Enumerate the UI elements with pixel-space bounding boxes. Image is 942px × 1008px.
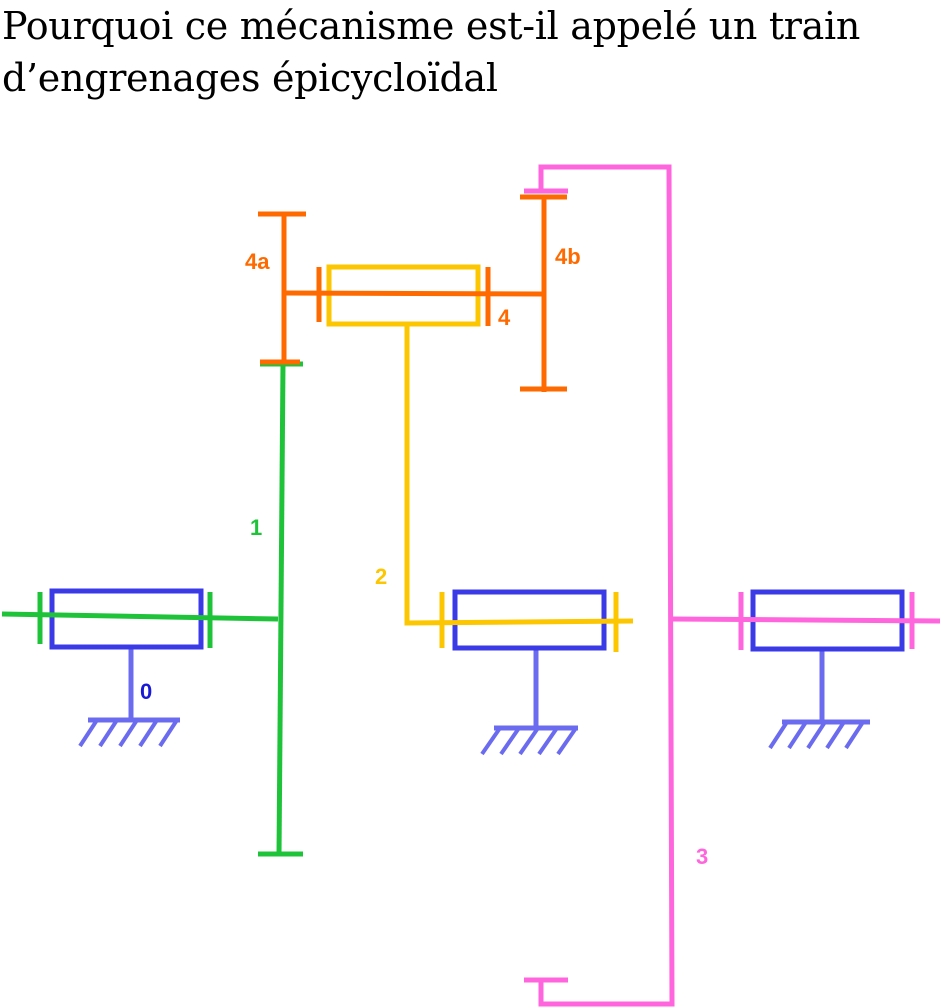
question-title: Pourquoi ce mécanisme est-il appelé un t… (2, 0, 942, 104)
label-part-3: 3 (696, 844, 708, 869)
label-part-1: 1 (250, 515, 262, 540)
part-3-ring-body (538, 164, 675, 1007)
ground-support-right (768, 650, 870, 750)
label-part-4b: 4b (555, 244, 581, 269)
ground-support-middle (480, 650, 578, 756)
ground-support-left (78, 648, 180, 748)
ground-hatching-left (78, 718, 179, 748)
part-4-axle (283, 290, 544, 297)
question-title-line-2: d’engrenages épicycloïdal (2, 56, 498, 100)
question-title-line-1: Pourquoi ce mécanisme est-il appelé un t… (2, 4, 861, 48)
part-2-carrier-arm (404, 324, 634, 626)
ground-hatching-right (768, 720, 865, 750)
part-3-ring-gear-and-output (524, 164, 941, 1007)
label-ground-0: 0 (140, 679, 152, 704)
part-1-gear-body (276, 362, 286, 856)
part-1-shaft (1, 611, 279, 622)
label-part-2: 2 (375, 564, 387, 589)
part-1-input-shaft-and-gear (1, 361, 303, 857)
label-part-4a: 4a (245, 249, 270, 274)
part-4-planet-gear (258, 194, 567, 392)
part-3-output-shaft (671, 616, 941, 624)
label-part-4: 4 (498, 305, 511, 330)
ground-hatching-middle (480, 726, 578, 756)
